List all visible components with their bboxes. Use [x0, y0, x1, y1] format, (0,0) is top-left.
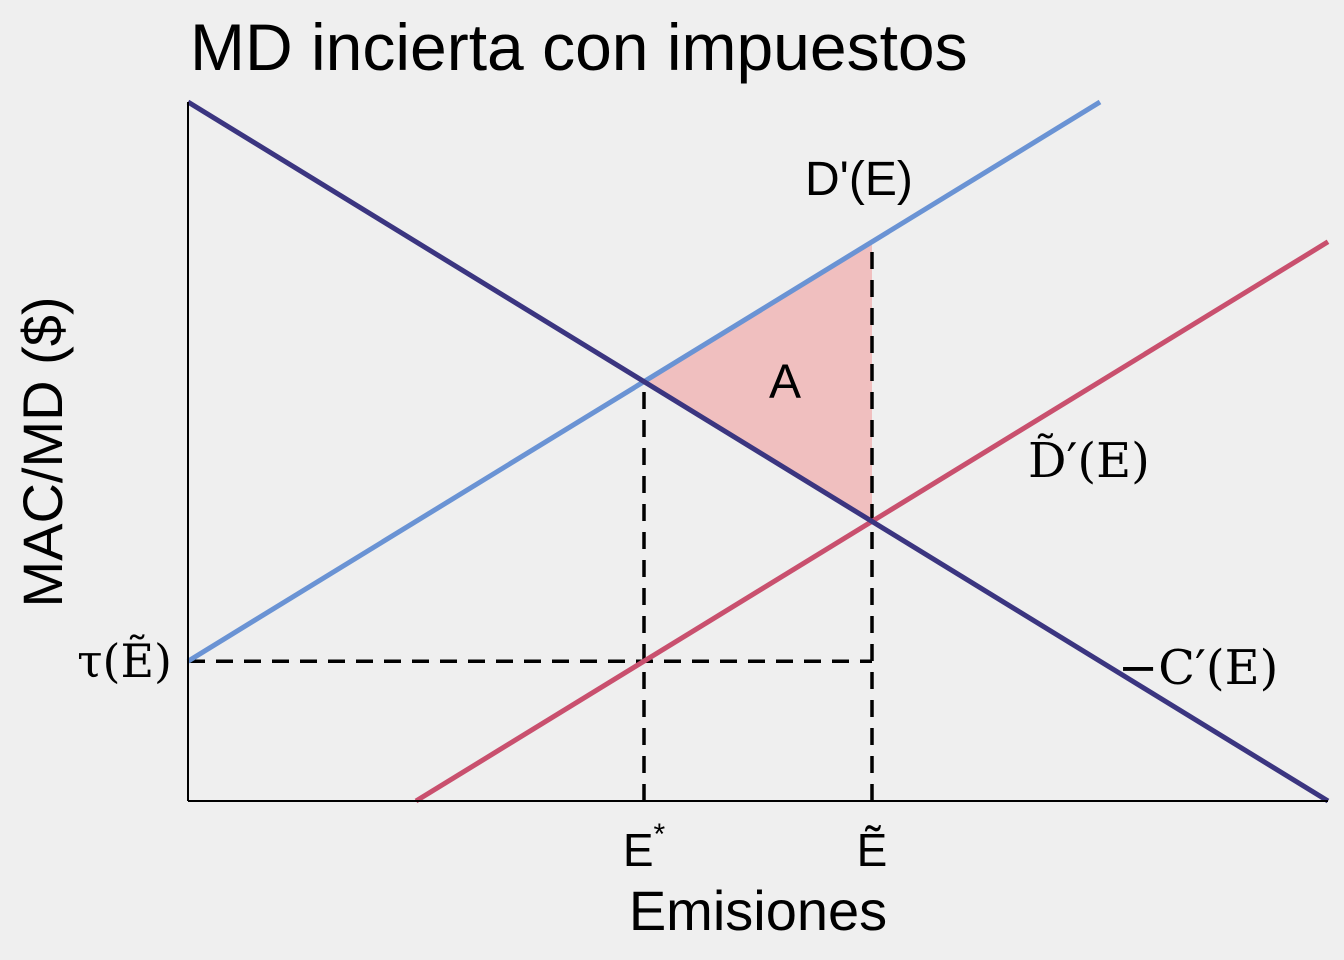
series-lines [186, 99, 1330, 804]
x-axis-label: Emisiones [629, 879, 887, 942]
chart-title: MD incierta con impuestos [190, 10, 968, 84]
plot-area: E* Ẽ τ(Ẽ) [77, 99, 1330, 876]
series-label-neg-c-prime: −C′(E) [1118, 640, 1278, 696]
series-label-d-tilde-prime: D̃′(E) [1028, 431, 1150, 489]
area-label: A [769, 356, 801, 409]
x-ticks: E* Ẽ [623, 818, 888, 876]
y-axis-label: MAC/MD ($) [11, 296, 74, 607]
y-ticks: τ(Ẽ) [77, 633, 172, 688]
shaded-region-a [644, 241, 872, 522]
series-line-2 [186, 99, 1330, 804]
series-label-d-prime: D'(E) [805, 153, 913, 206]
x-tick-label-0: E* [623, 818, 666, 876]
y-tick-label-0: τ(Ẽ) [77, 633, 172, 688]
x-tick-label-1: Ẽ [857, 824, 888, 876]
reference-lines [188, 241, 874, 801]
